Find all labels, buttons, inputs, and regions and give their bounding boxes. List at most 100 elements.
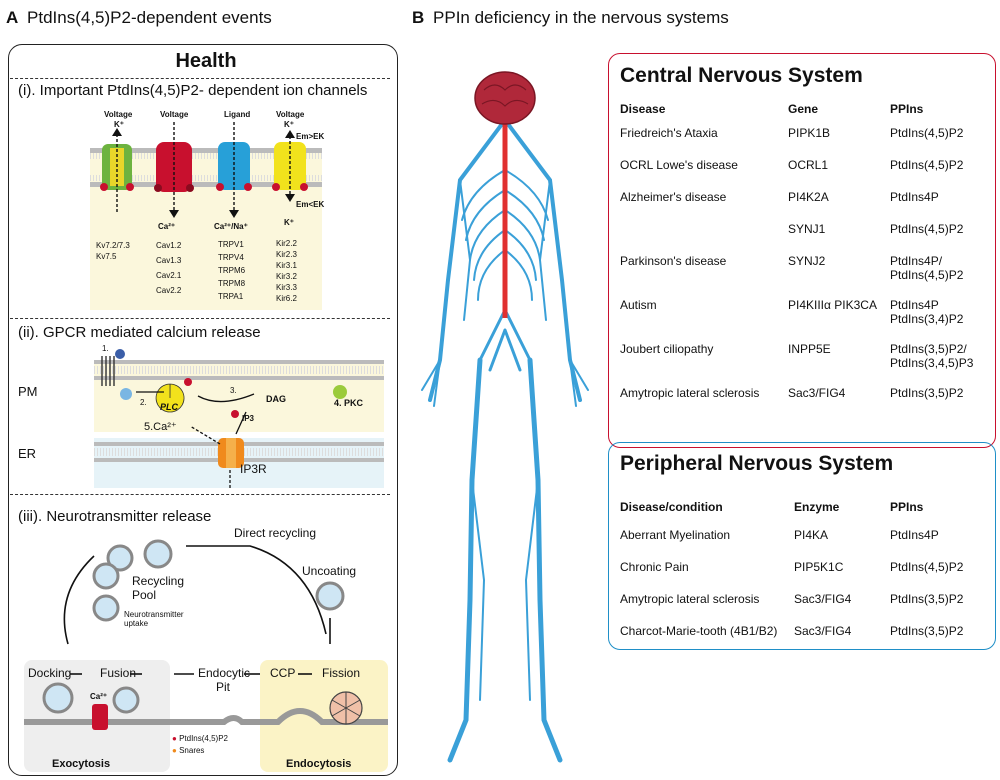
pns-cell-2: PtdIns(3,5)P2 (890, 592, 964, 606)
pns-header-disease: Disease/condition (620, 500, 723, 514)
cns-cell-1: Sac3/FIG4 (788, 386, 846, 400)
dag-label: DAG (266, 394, 286, 404)
cns-cell-2: PtdIns(3,5)P2 (890, 386, 964, 400)
ca-release-label: 5.Ca²⁺ (144, 421, 177, 433)
section-gpcr-title: (ii). GPCR mediated calcium release (18, 324, 261, 341)
pns-header-ppins: PPIns (890, 500, 924, 514)
pip2-icon: ● (172, 734, 177, 743)
pns-table-box (608, 442, 996, 650)
cns-cell-2: PtdIns(4,5)P2 (890, 158, 964, 172)
em-greater-label: Em>EK (296, 132, 325, 141)
ip3r-label: IP3R (240, 462, 267, 476)
cns-cell-2: PtdIns(4,5)P2 (890, 126, 964, 140)
cns-table-row: SYNJ1 PtdIns(4,5)P2 (620, 222, 990, 254)
pns-cell-2: PtdIns(3,5)P2 (890, 624, 964, 638)
g-protein-icon (120, 388, 132, 400)
endocytosis-label: Endocytosis (286, 758, 352, 770)
snare-icon: ● (172, 746, 177, 755)
divider (10, 318, 390, 319)
clathrin-coat-icon (329, 691, 363, 725)
cav-channel-list: Cav1.2 Cav1.3 Cav2.1 Cav2.2 (156, 238, 181, 298)
cns-cell-1: SYNJ1 (788, 222, 826, 236)
channel-type-2: Voltage (160, 110, 189, 119)
cns-cell-1: INPP5E (788, 342, 831, 356)
pns-cell-2: PtdIns(4,5)P2 (890, 560, 964, 574)
gpcr-arrows (136, 391, 255, 490)
kv-item: Kv7.2/7.3 (96, 241, 130, 250)
ion-channels-diagram (90, 122, 322, 310)
docking-label: Docking (28, 666, 72, 680)
vesicle-pool (42, 539, 345, 714)
ip3-icon (231, 410, 239, 418)
cav-item: Cav2.1 (156, 271, 182, 280)
plc-label: PLC (160, 402, 178, 412)
ip3-receptor (218, 438, 244, 468)
pns-table-row: Charcot-Marie-tooth (4B1/B2) Sac3/FIG4 Ptd… (620, 624, 990, 654)
pns-cell-1: Sac3/FIG4 (794, 624, 852, 638)
pns-header-enzyme: Enzyme (794, 500, 840, 514)
fission-label: Fission (322, 666, 361, 680)
pns-cell-2: PtdIns4P (890, 528, 939, 542)
cns-header-row: Disease Gene PPIns (620, 102, 990, 126)
cns-cell-2: PtdIns(4,5)P2 (890, 222, 964, 236)
cns-cell-1: PI4KIIIα PIK3CA (788, 298, 877, 312)
pns-cell-0: Chronic Pain (620, 560, 689, 574)
pkc-label: 4. PKC (334, 398, 364, 408)
cns-cell-1: OCRL1 (788, 158, 829, 172)
pns-cell-0: Charcot-Marie-tooth (4B1/B2) (620, 624, 778, 638)
peripheral-nerves (421, 118, 589, 763)
legend-pip2: ● PtdIns(4,5)P2 (172, 734, 228, 743)
pns-cell-1: PIP5K1C (794, 560, 844, 574)
channel-type-3: Ligand (224, 110, 251, 119)
channel-type-1: Voltage (104, 110, 133, 119)
channel-type-4: Voltage (276, 110, 305, 119)
nervous-system-figure (421, 71, 589, 763)
lipid-bilayer (90, 148, 322, 187)
cns-cell-0: Alzheimer's disease (620, 190, 727, 204)
pns-table: Disease/condition Enzyme PPIns Aberrant … (620, 500, 990, 654)
vesicle-cycle-diagram (24, 539, 388, 772)
direct-recycling-label: Direct recycling (234, 526, 317, 540)
section-ion-channels-title: (i). Important PtdIns(4,5)P2- dependent … (18, 82, 368, 99)
arrow-heads (112, 128, 295, 218)
pkc-icon (333, 385, 347, 399)
panel-b-title: PPIn deficiency in the nervous systems (433, 8, 729, 27)
cav-item: Cav1.2 (156, 241, 182, 250)
cns-table-box (608, 53, 996, 448)
plasma-membrane (94, 360, 384, 380)
ion-k-top-2: K⁺ (284, 120, 294, 129)
cycle-arrows (63, 545, 331, 675)
cns-cell-0: Parkinson's disease (620, 254, 727, 268)
panel-b-heading: B PPIn deficiency in the nervous systems (412, 8, 729, 28)
kir-item: Kir2.2 (276, 239, 297, 248)
endocytic-pit-label: Endocytic Pit (198, 666, 251, 694)
kir-item: Kir6.2 (276, 294, 297, 303)
kv-item: Kv7.5 (96, 252, 117, 261)
nt-uptake-label: Neurotransmitter uptake (124, 610, 184, 628)
calcium-channel-icon (92, 704, 108, 730)
cns-cell-1: PIPK1B (788, 126, 831, 140)
step-3-label: 3. (230, 386, 237, 395)
cav-item: Cav2.2 (156, 286, 182, 295)
cns-cell-1: PI4K2A (788, 190, 829, 204)
trp-channel (216, 142, 252, 191)
kir-channel-list: Kir2.2 Kir2.3 Kir3.1 Kir3.2 Kir3.3 Kir6.… (276, 238, 297, 304)
kir-item: Kir3.3 (276, 283, 297, 292)
legend-snares: ● Snares (172, 746, 204, 755)
ion-k-top-1: K⁺ (114, 120, 124, 129)
kv-channel-list: Kv7.2/7.3 Kv7.5 (96, 240, 130, 262)
ip3-label: IP3 (242, 414, 255, 423)
section-neurotransmitter-title: (iii). Neurotransmitter release (18, 508, 212, 525)
pns-title: Peripheral Nervous System (620, 452, 894, 475)
gpcr-diagram (94, 349, 384, 490)
pns-cell-1: PI4KA (794, 528, 829, 542)
cns-cell-0: Autism (620, 298, 657, 312)
